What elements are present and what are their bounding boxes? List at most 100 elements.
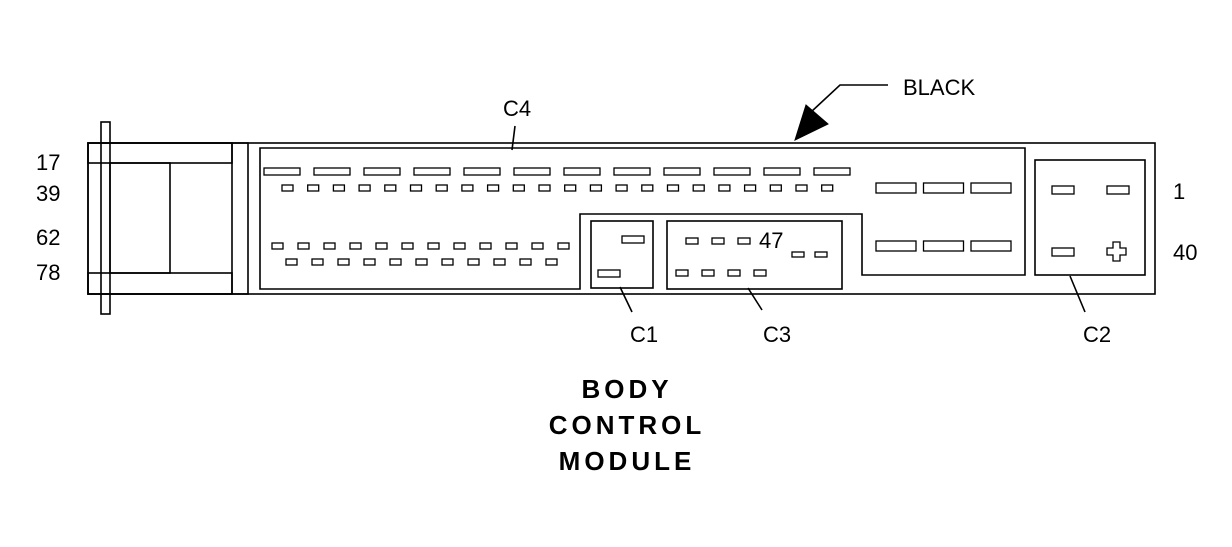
connector-pin — [538, 184, 551, 192]
connector-c1 — [590, 220, 654, 289]
c4-label: C4 — [503, 96, 531, 121]
connector-c2 — [1034, 159, 1146, 276]
leader-lines — [511, 84, 1086, 313]
connector-pin — [763, 167, 801, 176]
pin-40-label: 40 — [1173, 240, 1197, 265]
connector-pin — [505, 242, 518, 250]
connector-pin — [467, 258, 480, 266]
connector-pin — [821, 184, 834, 192]
connector-pin — [615, 184, 628, 192]
connector-pin — [401, 242, 414, 250]
connector-pin — [701, 269, 715, 277]
connector-pin — [737, 237, 751, 245]
connector-pin — [311, 258, 324, 266]
connector-pin — [666, 184, 680, 192]
title-line-2: CONTROL — [549, 410, 706, 440]
title-line-1: BODY — [581, 374, 672, 404]
connector-pin — [281, 184, 294, 192]
connector-pin — [337, 258, 350, 266]
connector-pin — [875, 182, 917, 194]
connector-pin — [563, 167, 601, 176]
connector-pin — [675, 269, 689, 277]
pin-17-label: 17 — [36, 150, 60, 175]
connector-pin — [692, 184, 705, 192]
connector-pin — [427, 242, 440, 250]
c2-pin — [1051, 247, 1075, 257]
connector-pin — [375, 242, 388, 250]
pin-39-label: 39 — [36, 181, 60, 206]
c3-pins — [675, 237, 828, 277]
connector-pin — [970, 182, 1012, 194]
c3-label: C3 — [763, 322, 791, 347]
connector-pin — [711, 237, 725, 245]
connector-pin — [922, 240, 965, 252]
c1-label: C1 — [630, 322, 658, 347]
connector-pin — [461, 184, 474, 192]
connector-pin — [613, 167, 651, 176]
connector-pin — [727, 269, 741, 277]
connector-pin — [564, 184, 577, 192]
connector-pin — [413, 167, 451, 176]
connector-pin — [285, 258, 298, 266]
connector-pin — [589, 184, 603, 192]
c2-pin — [1051, 185, 1075, 195]
connector-pin — [384, 184, 397, 192]
pin-1-label: 1 — [1173, 179, 1185, 204]
connector-pin — [743, 184, 757, 192]
connector-pin — [970, 240, 1012, 252]
connector-pin — [307, 184, 320, 192]
connector-pin — [663, 167, 701, 176]
connector-pin — [435, 184, 448, 192]
connector-pin — [463, 167, 501, 176]
connector-pin — [493, 258, 506, 266]
connector-pin — [685, 237, 699, 245]
connector-pin — [358, 184, 371, 192]
connector-pin — [769, 184, 782, 192]
color-label: BLACK — [903, 75, 975, 100]
connector-pin — [512, 184, 525, 192]
connector-pin — [486, 184, 500, 192]
connector-pin — [814, 251, 828, 258]
connector-pin — [753, 269, 767, 277]
connector-pin — [713, 167, 751, 176]
c1-pin — [597, 269, 621, 278]
c2-label: C2 — [1083, 322, 1111, 347]
connector-pin — [875, 240, 917, 252]
c2-pin — [1106, 185, 1130, 195]
c4-pins — [263, 167, 1012, 266]
connector-pin — [795, 184, 808, 192]
connector-pin — [332, 184, 346, 192]
module-outline — [87, 121, 1156, 315]
connector-pin — [313, 167, 351, 176]
connector-pin — [531, 242, 544, 250]
connector-pin — [297, 242, 310, 250]
connector-pin — [349, 242, 362, 250]
connector-pin — [363, 167, 401, 176]
black-pointer-arrow — [794, 104, 829, 141]
pin-47-label: 47 — [759, 228, 783, 253]
connector-pin — [271, 242, 284, 250]
connector-pin — [363, 258, 376, 266]
connector-pin — [409, 184, 423, 192]
connector-pin — [323, 242, 336, 250]
connector-pin — [263, 167, 301, 176]
connector-pin — [813, 167, 851, 176]
pin-78-label: 78 — [36, 260, 60, 285]
connector-pin — [557, 242, 570, 250]
connector-pin — [519, 258, 532, 266]
c1-pin — [621, 235, 645, 244]
connector-pin — [922, 182, 965, 194]
connector-pin — [718, 184, 731, 192]
connector-pin — [389, 258, 402, 266]
connector-pin — [641, 184, 654, 192]
connector-c4 — [259, 147, 1026, 290]
connector-pin — [415, 258, 428, 266]
title-line-3: MODULE — [559, 446, 696, 476]
connector-pin — [513, 167, 551, 176]
connector-pin — [441, 258, 454, 266]
connector-pin — [545, 258, 558, 266]
connector-c3 — [666, 220, 843, 290]
pin-62-label: 62 — [36, 225, 60, 250]
connector-pin — [791, 251, 805, 258]
